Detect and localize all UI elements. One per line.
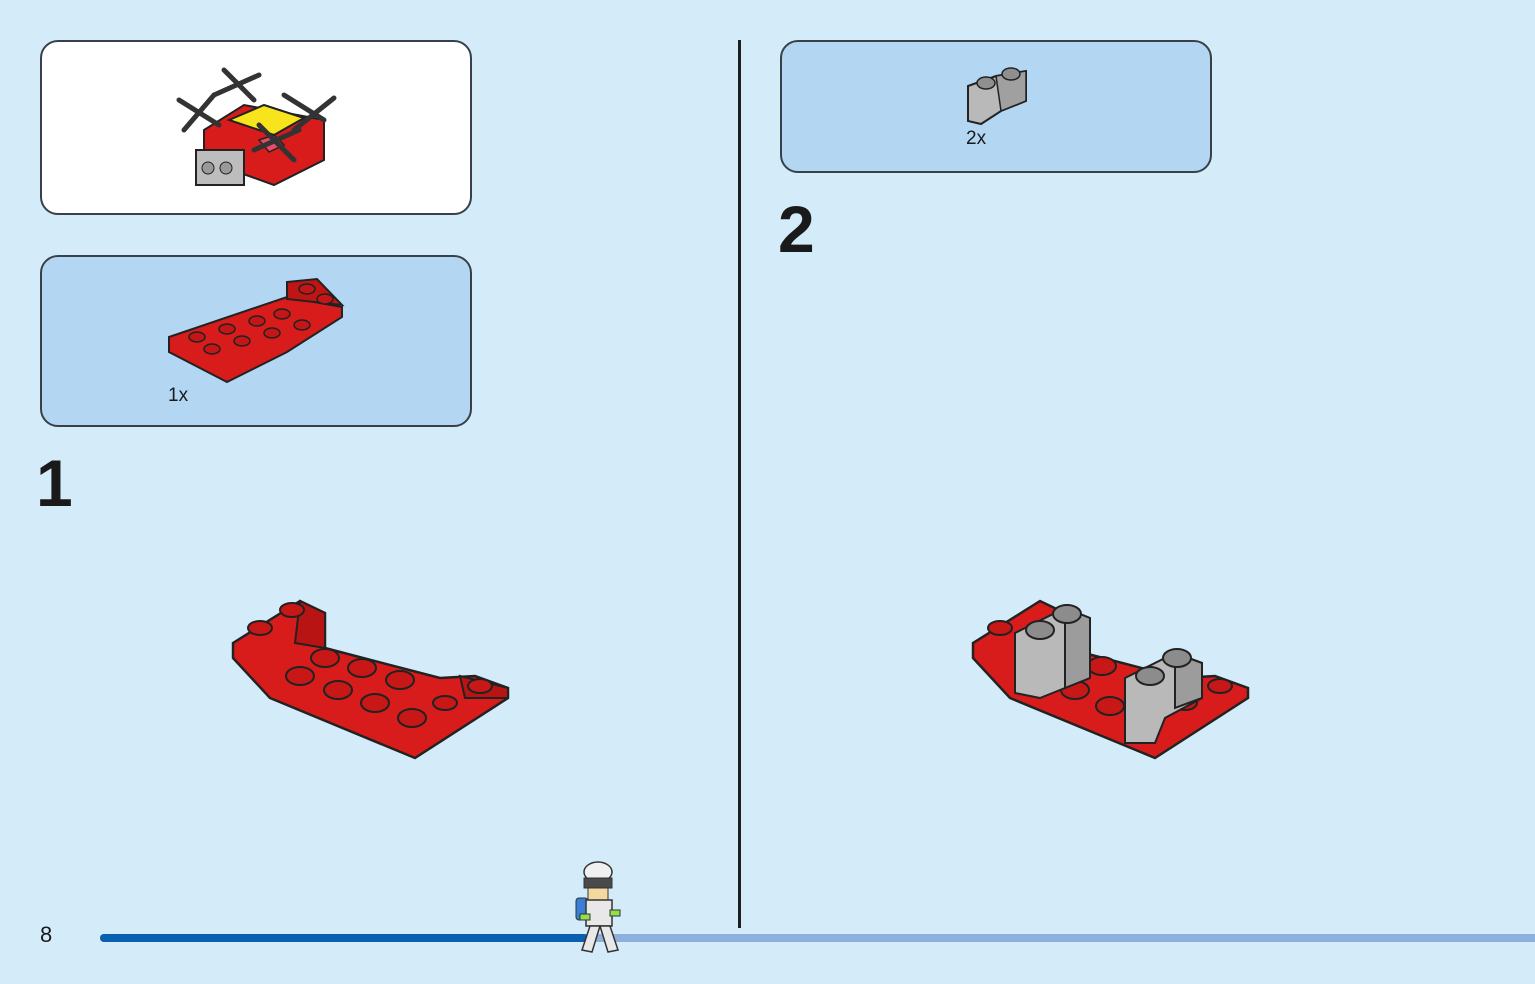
minifigure-runner-icon bbox=[575, 861, 621, 953]
step-number: 2 bbox=[778, 192, 815, 266]
page-divider bbox=[738, 40, 741, 928]
finished-model-preview bbox=[40, 40, 472, 215]
red-slope-plate-icon bbox=[168, 277, 345, 384]
progress-fill bbox=[100, 934, 588, 942]
step-number: 1 bbox=[36, 446, 73, 520]
parts-callout-step-2: 2x bbox=[780, 40, 1212, 173]
page-number: 8 bbox=[40, 922, 53, 947]
step-2-build-illustration bbox=[971, 599, 1250, 760]
step-1-build-illustration bbox=[231, 599, 510, 760]
parts-quantity: 1x bbox=[168, 385, 189, 406]
grey-macaroni-brick-icon bbox=[967, 67, 1027, 126]
drone-model-icon bbox=[176, 67, 337, 187]
progress-bar bbox=[100, 934, 1535, 942]
parts-quantity: 2x bbox=[966, 128, 987, 149]
parts-callout-step-1: 1x bbox=[40, 255, 472, 427]
